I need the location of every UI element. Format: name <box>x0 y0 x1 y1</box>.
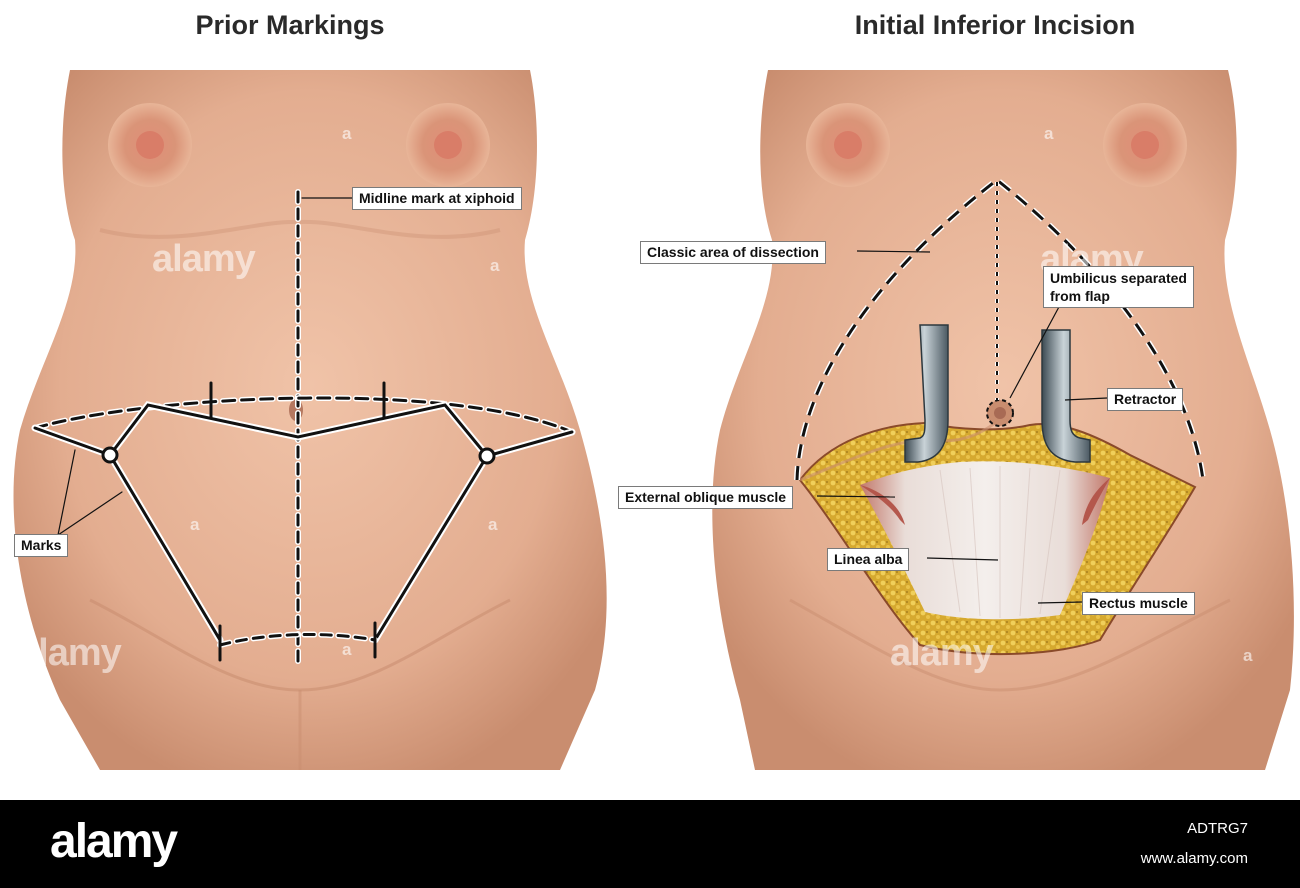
watermark-brand-1: alamy <box>152 238 256 280</box>
left-nipple-2 <box>434 131 462 159</box>
watermark-letter-2: a <box>490 256 500 275</box>
footer-image-id: ADTRG7 <box>1187 820 1248 837</box>
watermark-letter-4: a <box>488 515 498 534</box>
label-midline-mark: Midline mark at xiphoid <box>352 187 522 210</box>
watermark-letter-3: a <box>190 515 200 534</box>
right-mark-circle <box>478 447 496 465</box>
label-external-oblique: External oblique muscle <box>618 486 794 509</box>
umbilicus <box>994 407 1006 419</box>
right-leaders <box>816 250 1108 604</box>
left-torso <box>13 70 607 770</box>
label-classic-area: Classic area of dissection <box>640 241 826 264</box>
dissection-outline <box>794 176 1206 481</box>
right-panel-title: Initial Inferior Incision <box>854 10 1136 40</box>
watermark-brand-2: alamy <box>18 632 122 674</box>
right-nipple-2 <box>1131 131 1159 159</box>
label-umbilicus-line1: Umbilicus separated <box>1050 270 1187 286</box>
watermark-letter-5: a <box>342 640 352 659</box>
watermark-letter-7: a <box>1243 646 1253 665</box>
watermark-letter-6: a <box>1044 124 1054 143</box>
label-umbilicus: Umbilicus separated from flap <box>1043 266 1194 308</box>
label-rectus-muscle: Rectus muscle <box>1082 592 1195 615</box>
left-mark-circle <box>101 446 119 464</box>
watermark-brand-4: alamy <box>890 632 994 674</box>
left-nipple-1 <box>136 131 164 159</box>
label-retractor: Retractor <box>1107 388 1184 411</box>
label-linea-alba: Linea alba <box>827 548 910 571</box>
illustration <box>13 70 1294 770</box>
left-retractor <box>904 324 949 463</box>
footer-url: www.alamy.com <box>1140 850 1248 867</box>
right-nipple-1 <box>834 131 862 159</box>
left-panel-title: Prior Markings <box>195 10 385 40</box>
retractors <box>904 324 1091 463</box>
label-marks: Marks <box>14 534 69 557</box>
footer-bar: alamy ADTRG7 www.alamy.com <box>0 800 1300 888</box>
left-markings <box>31 189 576 669</box>
right-retractor <box>1041 329 1091 463</box>
footer-logo: alamy <box>50 815 178 868</box>
watermark-letter-1: a <box>342 124 352 143</box>
label-umbilicus-line2: from flap <box>1050 288 1110 304</box>
